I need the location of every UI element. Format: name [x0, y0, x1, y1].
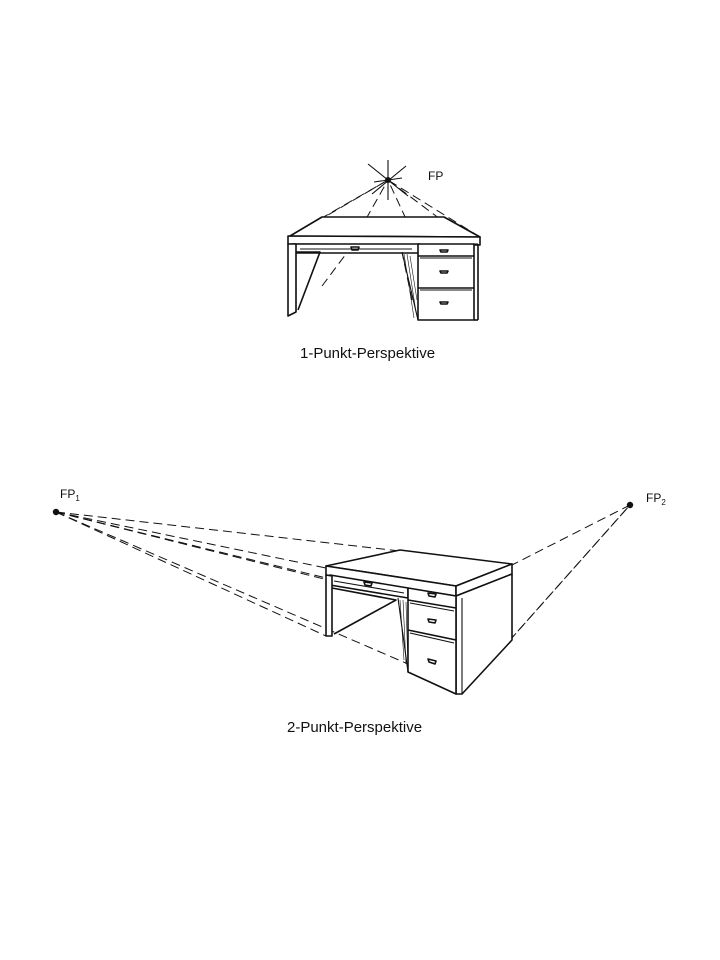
figure-one-point-perspective: FP — [287, 160, 481, 362]
desk-one-point — [287, 216, 481, 321]
vanishing-point-label-fp2: FP2 — [646, 491, 666, 507]
caption-two-point: 2-Punkt-Perspektive — [287, 719, 422, 736]
projection-lines-fp1 — [55, 511, 409, 665]
desk-two-point — [325, 549, 513, 695]
vanishing-point-label-fp1: FP1 — [60, 487, 80, 503]
caption-one-point: 1-Punkt-Perspektive — [300, 345, 435, 362]
figure-two-point-perspective: FP1 FP2 — [52, 487, 666, 736]
vanishing-point-label-fp: FP — [428, 169, 443, 183]
